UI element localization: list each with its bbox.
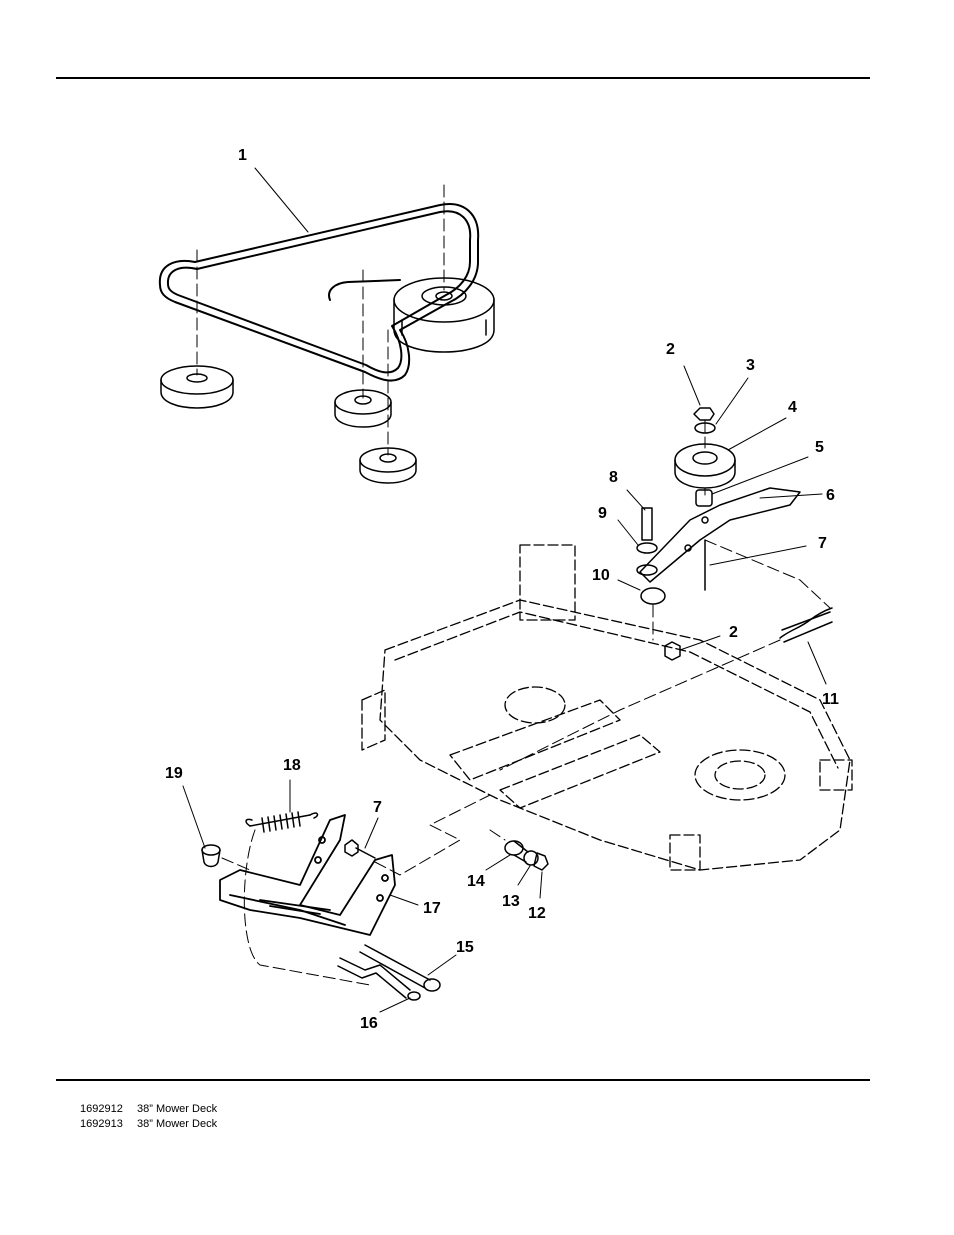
callout-3: 3: [746, 357, 755, 374]
leader-lines: [182, 167, 827, 1013]
bottom-rule: [56, 1079, 870, 1081]
top-rule: [56, 77, 870, 79]
callout-18: 18: [283, 757, 301, 774]
footer-row-2: 1692913 38” Mower Deck: [80, 1118, 217, 1130]
callout-9: 9: [598, 505, 607, 522]
callout-17: 17: [423, 900, 441, 917]
spring-18: [245, 811, 319, 833]
idler-dashed-lines: [499, 419, 831, 771]
bumper-19: [201, 844, 221, 868]
belt: [158, 203, 480, 382]
callout-6: 6: [826, 487, 835, 504]
callout-labels: 1 2 3 4 5 6 7 8 9 10 2 11 19 18 7 17 14 …: [165, 147, 839, 1032]
hardware-12-14: [504, 840, 549, 871]
footer-row-1: 1692912 38” Mower Deck: [80, 1103, 217, 1115]
callout-7b: 7: [373, 799, 382, 816]
spindle-pulley-left: [160, 365, 234, 409]
callout-13: 13: [502, 893, 520, 910]
callout-7: 7: [818, 535, 827, 552]
callout-1: 1: [238, 147, 247, 164]
callout-2b: 2: [729, 624, 738, 641]
part-description: 38” Mower Deck: [137, 1118, 218, 1130]
bolt-7-lower: [344, 839, 376, 859]
mower-deck: [361, 544, 853, 871]
part-description: 38” Mower Deck: [137, 1103, 218, 1115]
callout-8: 8: [609, 469, 618, 486]
callout-4: 4: [788, 399, 797, 416]
callout-10: 10: [592, 567, 610, 584]
part-number: 1692912: [80, 1103, 123, 1115]
callout-11: 11: [822, 691, 839, 708]
idler-pulley-lower: [359, 447, 417, 484]
idler-assembly: [636, 407, 833, 661]
callout-16: 16: [360, 1015, 378, 1032]
callout-15: 15: [456, 939, 474, 956]
callout-5: 5: [815, 439, 824, 456]
callout-14: 14: [467, 873, 485, 890]
bracket-dashed-lines: [221, 794, 506, 986]
front-bracket: [219, 814, 396, 936]
callout-2: 2: [666, 341, 675, 358]
callout-19: 19: [165, 765, 183, 782]
rods-15-16: [337, 944, 441, 1001]
center-lines: [196, 184, 445, 456]
part-number: 1692913: [80, 1118, 123, 1130]
callout-12: 12: [528, 905, 546, 922]
